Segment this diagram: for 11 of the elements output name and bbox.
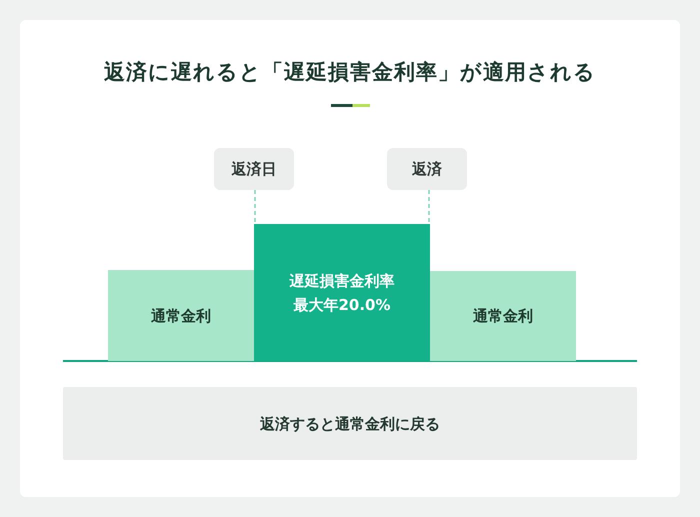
rate-bar <box>254 224 430 361</box>
rate-bar: 通常金利 <box>430 271 576 361</box>
note-box: 返済すると通常金利に戻る <box>63 387 637 460</box>
rate-bar: 通常金利 <box>108 270 254 361</box>
bar-label: 最大年20.0% <box>293 294 391 316</box>
leader-line <box>428 190 430 224</box>
bar-label: 遅延損害金利率 <box>290 270 394 292</box>
leader-line <box>254 190 256 224</box>
title: 返済に遅れると「遅延損害金利率」が適用される <box>103 59 597 86</box>
date-tag: 返済日 <box>214 148 294 190</box>
date-tag: 返済 <box>387 148 467 190</box>
